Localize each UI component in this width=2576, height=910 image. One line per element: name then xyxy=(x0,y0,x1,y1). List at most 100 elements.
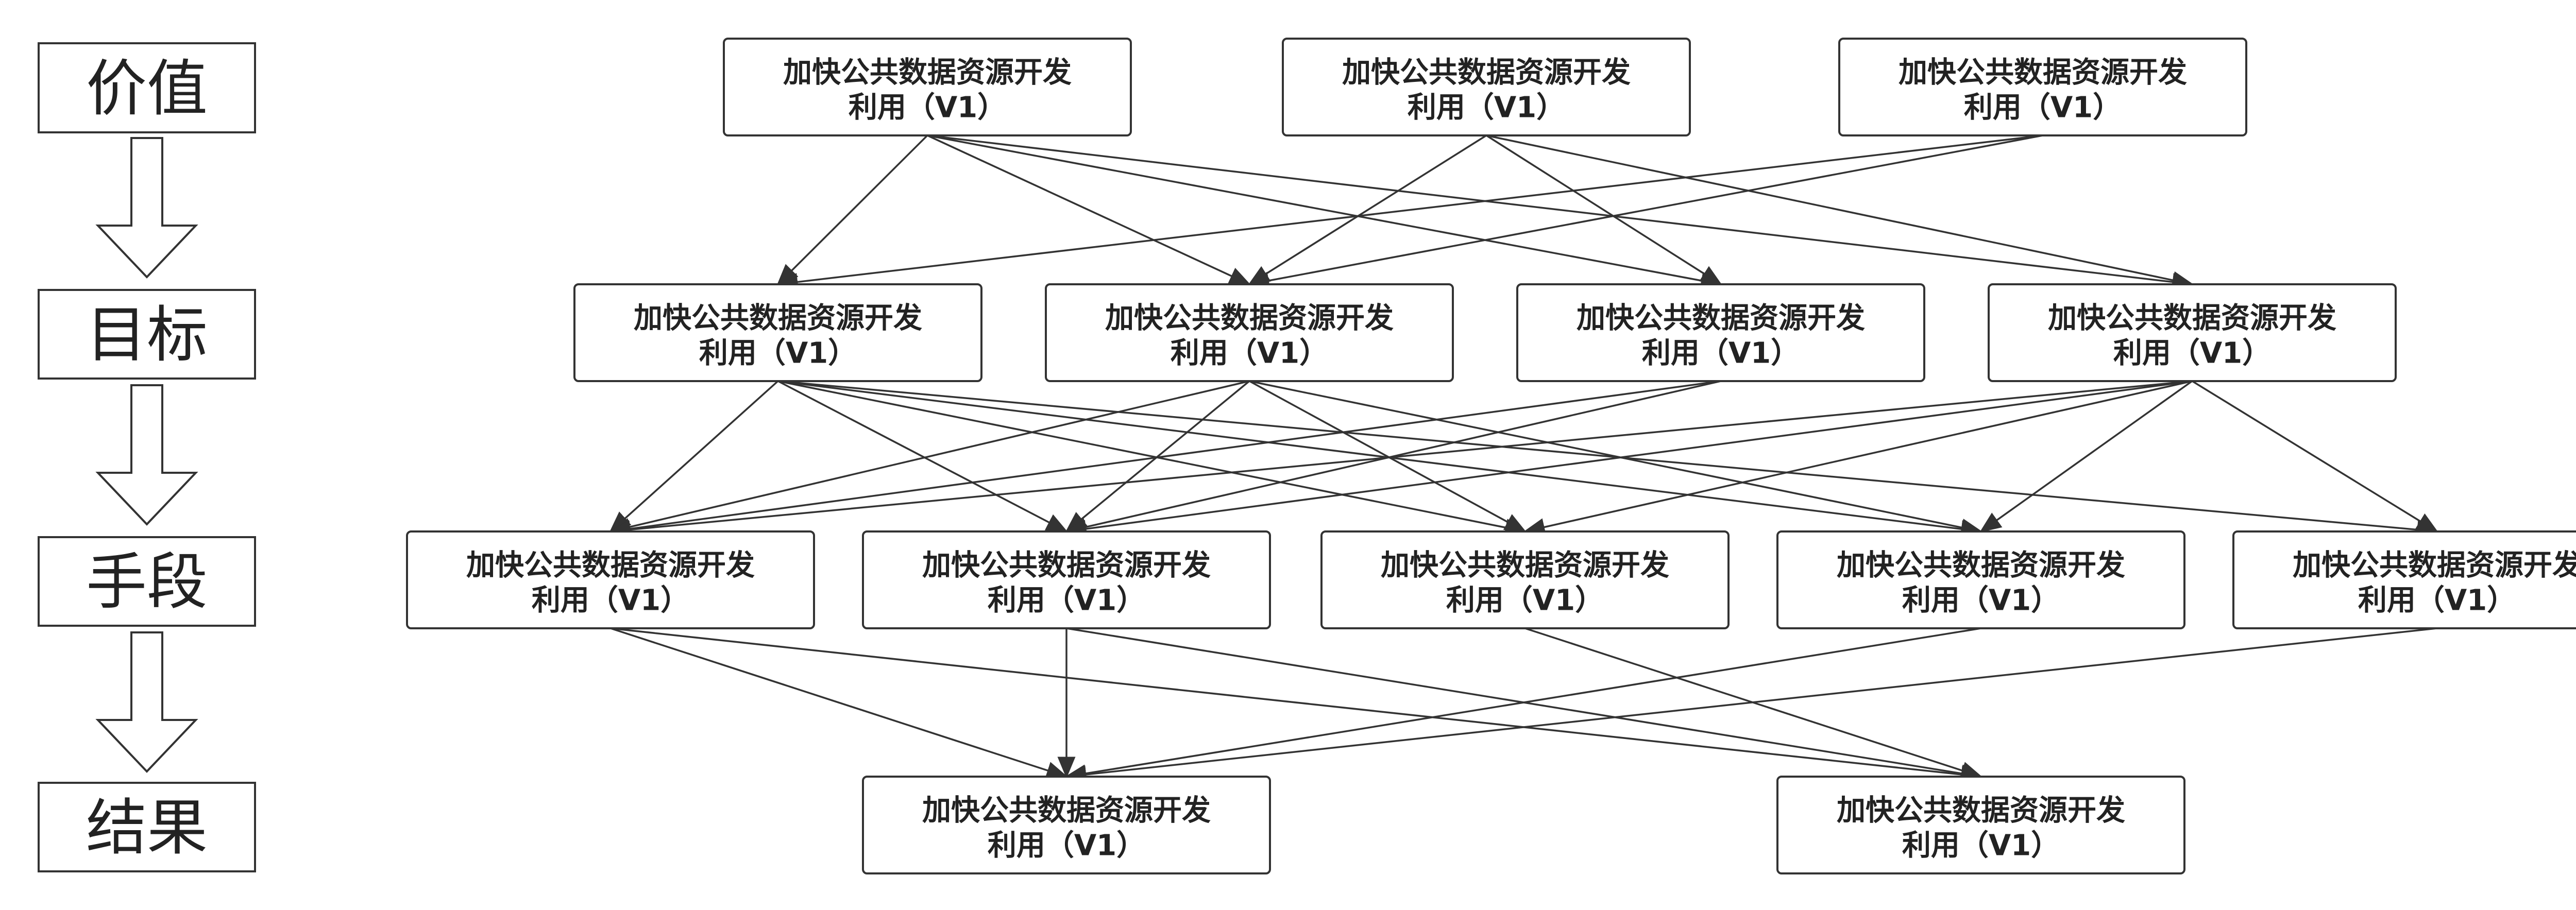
edge-m4-r1 xyxy=(1064,627,1981,783)
edge-g1-m2 xyxy=(777,380,1069,533)
node-label-line2: 利用（V1） xyxy=(2358,584,2516,617)
node-label-line2: 利用（V1） xyxy=(1446,584,1604,617)
node-box xyxy=(1988,283,2397,382)
edge-g2-m2 xyxy=(1065,380,1250,533)
node-label-line1: 加快公共数据资源开发 xyxy=(783,56,1072,90)
node-box xyxy=(862,776,1271,874)
edge-v1-g4 xyxy=(927,134,2194,291)
level-label-value: 价值 xyxy=(86,53,208,124)
node-label-line1: 加快公共数据资源开发 xyxy=(1105,302,1394,335)
level-box xyxy=(38,42,256,133)
edge-v2-g3 xyxy=(1486,134,1722,285)
node-box xyxy=(1838,38,2247,136)
edge-v1-g3 xyxy=(927,134,1723,290)
node-label-line1: 加快公共数据资源开发 xyxy=(1381,549,1669,582)
node-label-line1: 加快公共数据资源开发 xyxy=(466,549,755,582)
edge-layer xyxy=(608,134,2439,784)
node-label-line1: 加快公共数据资源开发 xyxy=(2048,302,2336,335)
level-result: 结果 xyxy=(38,782,256,872)
node-label-line2: 利用（V1） xyxy=(1642,337,1800,370)
node-box xyxy=(1776,530,2185,629)
level-box xyxy=(38,289,256,380)
level-value: 价值 xyxy=(38,42,256,133)
node-box xyxy=(862,530,1271,629)
edge-g3-m1 xyxy=(608,380,1721,538)
down-arrow-icon xyxy=(95,384,198,526)
node-label-line1: 加快公共数据资源开发 xyxy=(2293,549,2576,582)
node-label-line2: 利用（V1） xyxy=(1171,337,1328,370)
node-box xyxy=(1320,530,1730,629)
node-label-line1: 加快公共数据资源开发 xyxy=(1837,549,2125,582)
node-label-line2: 利用（V1） xyxy=(988,584,1145,617)
edge-g1-m1 xyxy=(609,380,779,533)
edge-v3-g2 xyxy=(1247,134,2043,290)
edge-g1-m4 xyxy=(777,380,1983,538)
edge-g1-m3 xyxy=(777,380,1527,537)
node-box xyxy=(723,38,1132,136)
level-box xyxy=(38,782,256,872)
edge-m1-r2 xyxy=(610,627,1983,784)
node-box xyxy=(1776,776,2185,874)
node-box xyxy=(1516,283,1925,382)
node-label-line1: 加快公共数据资源开发 xyxy=(922,549,1211,582)
node-box xyxy=(1045,283,1454,382)
edge-v1-g2 xyxy=(927,134,1251,285)
edge-g2-m3 xyxy=(1249,380,1527,533)
edge-v2-g4 xyxy=(1486,134,2194,289)
node-label-line1: 加快公共数据资源开发 xyxy=(1342,56,1631,90)
node-label-line1: 加快公共数据资源开发 xyxy=(1899,56,2187,90)
node-label-line1: 加快公共数据资源开发 xyxy=(922,794,1211,828)
node-box xyxy=(406,530,815,629)
level-label-means: 手段 xyxy=(86,546,208,617)
node-label-line2: 利用（V1） xyxy=(1408,91,1565,125)
node-box xyxy=(2232,530,2576,629)
edge-g4-m5 xyxy=(2192,380,2438,533)
node-label-line2: 利用（V1） xyxy=(699,337,857,370)
edge-g4-m4 xyxy=(1979,380,2193,533)
node-label-line2: 利用（V1） xyxy=(849,91,1006,125)
edge-g2-m4 xyxy=(1249,380,1983,537)
node-label-line2: 利用（V1） xyxy=(1902,829,2060,863)
edge-g1-m5 xyxy=(777,380,2439,539)
node-label-line2: 利用（V1） xyxy=(532,584,689,617)
node-box xyxy=(573,283,982,382)
node-label-line2: 利用（V1） xyxy=(2113,337,2271,370)
node-label-line2: 利用（V1） xyxy=(1902,584,2060,617)
edge-v3-g1 xyxy=(776,134,2043,291)
node-label-line2: 利用（V1） xyxy=(988,829,1145,863)
node-label-line1: 加快公共数据资源开发 xyxy=(1577,302,1865,335)
edge-g4-m3 xyxy=(1523,380,2193,536)
node-label-line1: 加快公共数据资源开发 xyxy=(1837,794,2125,828)
edge-g2-m1 xyxy=(608,380,1250,536)
level-label-result: 结果 xyxy=(86,792,208,863)
level-means: 手段 xyxy=(38,536,256,627)
down-arrow-icon xyxy=(95,137,198,279)
edge-g4-m2 xyxy=(1064,380,2193,538)
edge-g4-m1 xyxy=(608,380,2193,539)
node-label-line2: 利用（V1） xyxy=(1964,91,2122,125)
level-box xyxy=(38,536,256,627)
edge-m5-r1 xyxy=(1064,627,2437,784)
down-arrow-icon xyxy=(95,631,198,773)
node-box xyxy=(1282,38,1691,136)
node-layer: 加快公共数据资源开发利用（V1）加快公共数据资源开发利用（V1）加快公共数据资源… xyxy=(406,38,2576,874)
edge-m1-r1 xyxy=(610,627,1069,779)
edge-v2-g2 xyxy=(1248,134,1487,285)
node-label-line1: 加快公共数据资源开发 xyxy=(634,302,922,335)
level-label-goal: 目标 xyxy=(86,299,208,370)
